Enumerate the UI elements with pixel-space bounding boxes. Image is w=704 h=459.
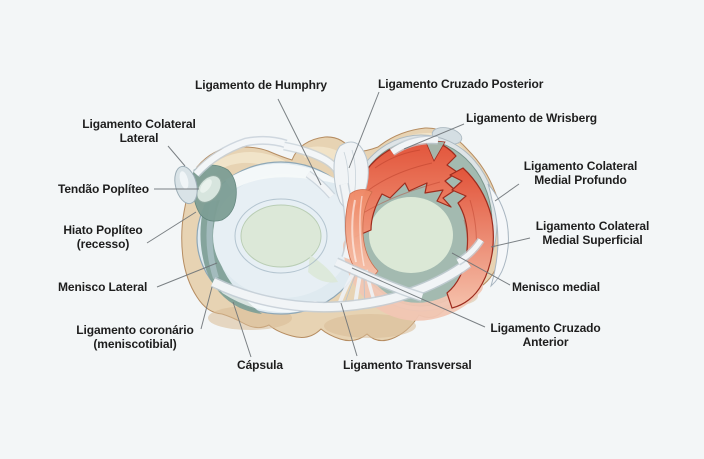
transverse-ligament: [210, 237, 485, 313]
leader-wrisberg: [403, 123, 465, 150]
wrisberg-wisp: [390, 136, 439, 155]
tibial-cartilage-lateral: [240, 204, 322, 268]
label-ligamento-cruzado-anterior: Ligamento Cruzado Anterior: [490, 321, 601, 349]
leader-transversal: [340, 302, 358, 357]
label-tendao-popliteo: Tendão Poplíteo: [58, 182, 149, 196]
label-ligamento-transversal: Ligamento Transversal: [343, 358, 472, 372]
label-menisco-lateral: Menisco Lateral: [58, 280, 148, 294]
leader-lines: [146, 91, 531, 358]
label-colateral-medial-superficial: Ligamento Colateral Medial Superficial: [535, 219, 650, 247]
lateral-edge-structures: [174, 164, 237, 222]
leader-humphry: [277, 98, 322, 186]
lcl-highlight: [179, 171, 189, 189]
leader-hiato-popliteo: [146, 211, 197, 244]
red-fiber-1: [374, 149, 421, 169]
leader-medial-profundo: [494, 183, 520, 202]
leader-medial-superficial: [490, 237, 531, 248]
leader-cruzado-anterior: [351, 267, 486, 328]
red-flap-right: [446, 167, 494, 309]
mcl-crescent: [487, 183, 509, 288]
popliteus-tendon: [196, 175, 222, 203]
popliteus-highlight: [200, 179, 212, 193]
label-ligamento-colateral-lateral: Ligamento Colateral Lateral: [82, 117, 196, 145]
leader-coronario: [200, 286, 213, 330]
transverse-band: [211, 259, 471, 312]
capsule-band: [193, 137, 287, 177]
leader-cruzado-posterior: [348, 91, 380, 169]
label-ligamento-de-wrisberg: Ligamento de Wrisberg: [466, 111, 598, 125]
label-ligamento-cruzado-posterior: Ligamento Cruzado Posterior: [378, 77, 544, 91]
lateral-c-opening: [308, 255, 338, 283]
acl-to-transverse: [334, 258, 424, 301]
red-fiber-3: [359, 181, 441, 216]
bone-shadow-2: [324, 314, 416, 338]
acl-streak-2: [359, 195, 365, 267]
label-ligamento-coronario: Ligamento coronário (meniscotibial): [76, 323, 194, 351]
label-hiato-popliteo: Hiato Poplíteo (recesso): [63, 223, 143, 251]
cruciate-ligaments: [192, 135, 439, 307]
label-colateral-medial-profundo: Ligamento Colateral Medial Profundo: [523, 159, 638, 187]
leader-capsula: [232, 301, 252, 358]
label-menisco-medial: Menisco medial: [512, 280, 600, 294]
red-fiber-2: [365, 162, 433, 193]
label-capsula: Cápsula: [237, 358, 283, 372]
acl-streak-1: [351, 199, 357, 263]
leader-colateral-lateral: [167, 145, 186, 167]
right-band: [456, 238, 484, 265]
tibial-cartilage-medial: [369, 197, 453, 273]
lateral-inner-rim: [234, 198, 328, 274]
lateral-top-highlight: [225, 163, 348, 190]
leader-menisco-lateral: [156, 262, 218, 288]
bone-highlight-left: [205, 152, 285, 180]
label-ligamento-de-humphry: Ligamento de Humphry: [194, 78, 327, 92]
leader-menisco-medial: [451, 252, 511, 286]
